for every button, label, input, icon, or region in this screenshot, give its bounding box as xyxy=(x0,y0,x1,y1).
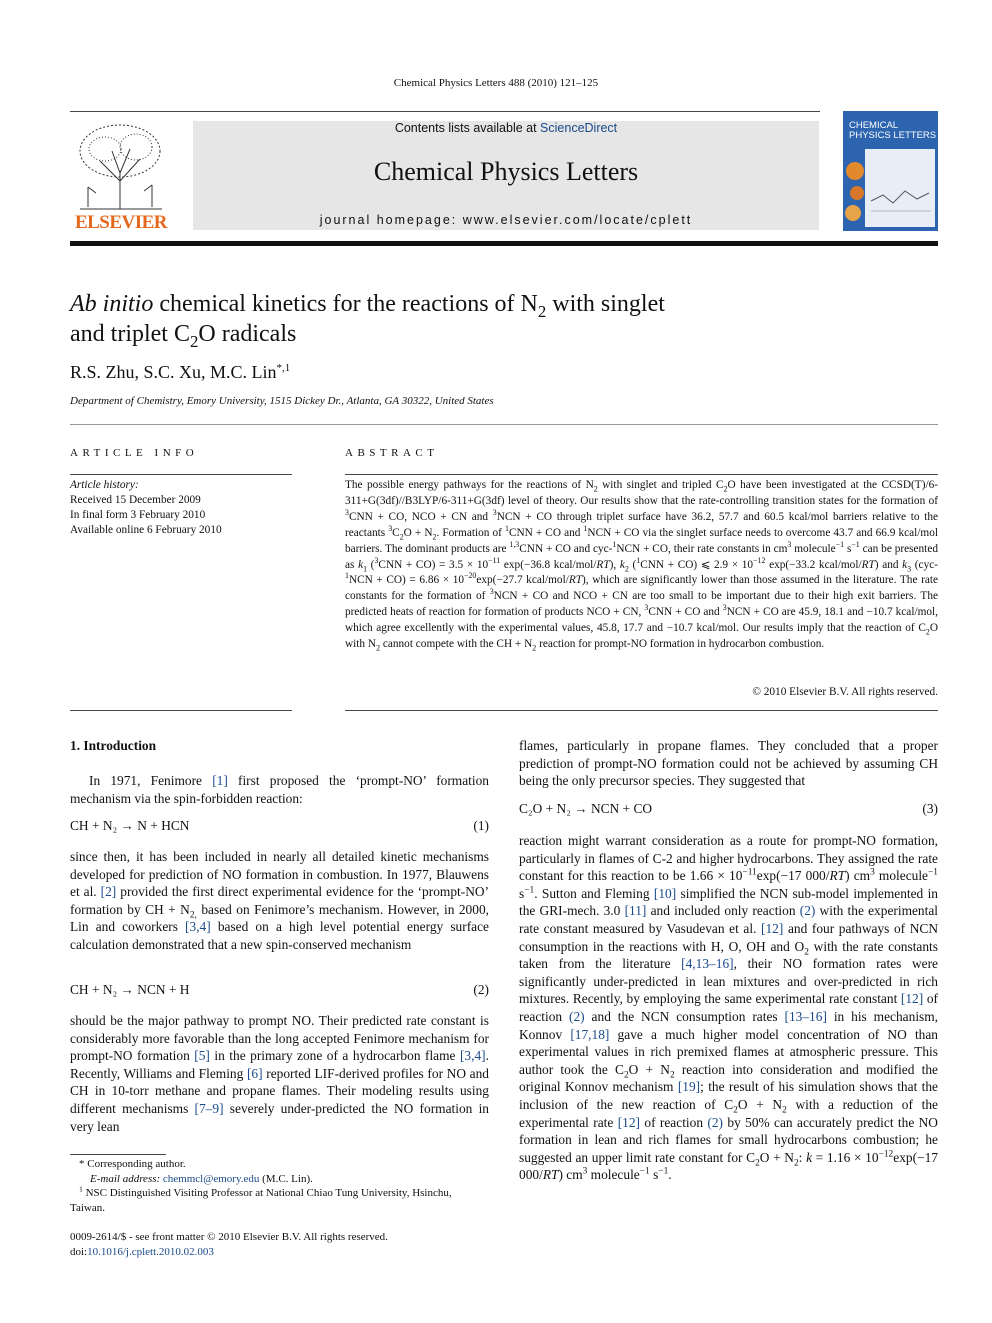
contents-line: Contents lists available at ScienceDirec… xyxy=(193,121,819,135)
intro-para-3: should be the major pathway to prompt NO… xyxy=(70,1013,489,1134)
title-italic: Ab initio xyxy=(70,291,154,317)
corresponding-note: Corresponding author. xyxy=(87,1158,186,1170)
doi-link[interactable]: 10.1016/j.cplett.2010.02.003 xyxy=(87,1245,214,1258)
title-sub: 2 xyxy=(189,331,199,351)
abstract-text: The possible energy pathways for the rea… xyxy=(345,479,939,653)
authors: R.S. Zhu, S.C. Xu, M.C. Lin xyxy=(70,362,277,382)
equation-2: CH + N₂ → NCN + H xyxy=(70,982,190,997)
header-thick-rule xyxy=(70,241,938,246)
journal-banner xyxy=(193,121,819,230)
equation-2-number: (2) xyxy=(473,982,489,997)
intro-para-5: reaction might warrant consideration as … xyxy=(519,833,939,1183)
article-info-rule xyxy=(70,474,292,475)
equation-3: C₂O + N₂ → NCN + CO xyxy=(519,801,653,816)
affiliation: Department of Chemistry, Emory Universit… xyxy=(70,395,494,407)
article-info-heading: ARTICLE INFO xyxy=(70,447,199,459)
running-head: Chemical Physics Letters 488 (2010) 121–… xyxy=(393,77,599,89)
intro-para-2: since then, it has been included in near… xyxy=(70,849,489,952)
intro-para-1: In 1971, Fenimore [1] first proposed the… xyxy=(70,773,489,806)
doi-label: doi: xyxy=(70,1245,88,1258)
journal-title: Chemical Physics Letters xyxy=(373,157,639,186)
received-date: Received 15 December 2009 xyxy=(70,494,201,506)
contents-prefix: Contents lists available at xyxy=(394,121,541,135)
elsevier-logo-text: ELSEVIER xyxy=(74,212,168,233)
page-footer: 0009-2614/$ - see front matter © 2010 El… xyxy=(70,1230,388,1259)
title-part: O radicals xyxy=(198,321,297,347)
article-title: Ab initio chemical kinetics for the reac… xyxy=(70,289,770,351)
footnote-1: NSC Distinguished Visiting Professor at … xyxy=(85,1187,452,1199)
abstract-copyright: © 2010 Elsevier B.V. All rights reserved… xyxy=(752,686,938,698)
footnotes: * Corresponding author. E-mail address: … xyxy=(70,1158,452,1214)
homepage-url[interactable]: www.elsevier.com/locate/cplett xyxy=(462,213,693,227)
elsevier-tree-logo xyxy=(70,121,172,231)
abstract-heading: ABSTRACT xyxy=(345,447,439,459)
article-info-bottom-rule xyxy=(70,710,292,711)
sciencedirect-link[interactable]: ScienceDirect xyxy=(540,121,618,135)
history-label: Article history: xyxy=(70,479,139,491)
final-form-date: In final form 3 February 2010 xyxy=(70,509,206,521)
article-history: Article history: Received 15 December 20… xyxy=(70,478,222,538)
title-part: chemical kinetics for the reactions of N xyxy=(153,291,538,317)
equation-1-number: (1) xyxy=(473,818,489,833)
section-divider xyxy=(70,424,938,425)
author-marks: *,1 xyxy=(276,362,291,374)
online-date: Available online 6 February 2010 xyxy=(70,524,222,536)
header-rule xyxy=(70,111,820,112)
title-part: with singlet xyxy=(546,291,665,317)
intro-heading: 1. Introduction xyxy=(70,738,157,753)
cover-title: CHEMICAL PHYSICS LETTERS xyxy=(849,120,937,141)
footnote-1-cont: Taiwan. xyxy=(70,1201,105,1214)
abstract-bottom-rule xyxy=(345,710,938,711)
email-label: E-mail address: xyxy=(90,1172,163,1185)
footnote-rule xyxy=(70,1154,166,1155)
journal-homepage: journal homepage: www.elsevier.com/locat… xyxy=(193,213,819,227)
email-link[interactable]: chemmcl@emory.edu xyxy=(162,1172,260,1185)
title-sub: 2 xyxy=(537,301,547,321)
equation-3-number: (3) xyxy=(922,801,938,816)
journal-cover-image xyxy=(843,111,938,231)
author-list: R.S. Zhu, S.C. Xu, M.C. Lin*,1 xyxy=(70,362,290,383)
email-suffix: (M.C. Lin). xyxy=(259,1172,313,1185)
equation-1: CH + N₂ → N + HCN xyxy=(70,818,190,833)
abstract-rule xyxy=(345,474,938,475)
homepage-prefix: journal homepage: xyxy=(319,213,463,227)
intro-para-4: flames, particularly in propane flames. … xyxy=(519,738,938,789)
issn-line: 0009-2614/$ - see front matter © 2010 El… xyxy=(70,1231,388,1243)
title-part: and triplet C xyxy=(70,321,190,347)
